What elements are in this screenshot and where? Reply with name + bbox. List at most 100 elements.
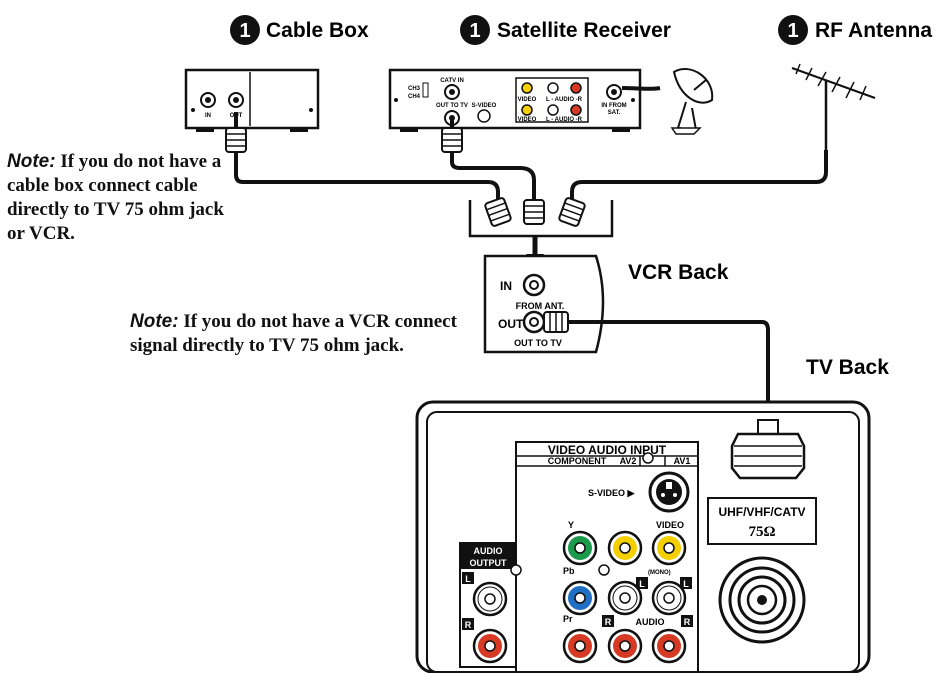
step-number: 1 (787, 20, 798, 42)
y-label: Y (568, 520, 574, 530)
satellite-connector-icon (441, 127, 463, 153)
vcr-in-label: IN (500, 279, 512, 293)
combiner-connector-2-icon (523, 199, 545, 225)
component-pb-jack (562, 580, 598, 616)
sat-audio-label: L - AUDIO -R (546, 97, 583, 103)
cable-box-title: Cable Box (266, 19, 369, 42)
out-to-tv-label: OUT TO TV (436, 103, 468, 109)
audio-output-label-1: AUDIO (474, 546, 503, 556)
vcr-back-title: VCR Back (628, 261, 729, 284)
note-vcr-body: If you do not have a VCR connect signal … (130, 311, 457, 356)
audio-output-r-jack (472, 628, 508, 664)
step-number: 1 (239, 20, 250, 42)
tv-cable-connector-icon (730, 419, 806, 480)
sat-video-jack-2 (521, 104, 533, 116)
tv-back-title: TV Back (806, 356, 889, 379)
step-badge-icon (778, 15, 808, 45)
tv-video-label: VIDEO (656, 520, 684, 530)
sat-audio-r-jack (570, 82, 582, 94)
tv-svideo-label: S-VIDEO ▶ (588, 488, 636, 498)
vcr-in-jack (522, 273, 546, 297)
note-cable-body: If you do not have a cable box connect c… (7, 151, 224, 244)
vcr-to-tv-cable (560, 320, 770, 425)
av2-audio-l-jack (607, 580, 643, 616)
sat-label: SAT. (608, 110, 621, 116)
av1-audio-r-jack (651, 628, 687, 664)
catv-in-jack (444, 84, 460, 100)
audio-output-l-jack (472, 581, 508, 617)
antenna-heading: 1 RF Antenna (778, 15, 932, 45)
av1-audio-l-jack (651, 580, 687, 616)
av2-l-tag: L (639, 579, 645, 589)
av1-label: AV1 (674, 456, 691, 466)
tv-back-panel: VIDEO AUDIO INPUT COMPONENT AV2 AV1 S-VI… (415, 400, 871, 673)
pr-label: Pr (563, 614, 573, 624)
rf-antenna-icon (791, 63, 876, 150)
combiner-connector-3-icon (557, 196, 587, 228)
sat-audio-r-jack-2 (570, 104, 582, 116)
ch4-label: CH4 (408, 94, 421, 100)
av2-video-jack (607, 530, 643, 566)
cable-box-connector-icon (225, 127, 247, 153)
selection-bracket (468, 200, 614, 238)
tv-antenna-jack (718, 556, 806, 644)
step-number: 1 (469, 20, 480, 42)
vcr-back-device: IN FROM ANT. OUT OUT TO TV (483, 254, 605, 354)
satellite-receiver-title: Satellite Receiver (497, 19, 671, 42)
note-cable: Note: If you do not have a cable box con… (7, 150, 225, 246)
cable-end-connectors (225, 127, 587, 228)
in-from-sat-label: IN FROM (601, 103, 626, 109)
output-l-tag: L (465, 574, 471, 584)
sat-svideo-label: S-VIDEO (472, 103, 497, 109)
note-cable-head: Note: (7, 151, 56, 172)
vcr-out-jack (522, 310, 546, 334)
av1-l-tag: L (683, 579, 689, 589)
rf-antenna-title: RF Antenna (815, 19, 932, 42)
audio-output-label-2: OUTPUT (470, 558, 508, 568)
output-r-tag: R (465, 620, 472, 630)
cable-in-label: IN (205, 113, 211, 119)
cable-box-heading: 1 Cable Box (230, 15, 369, 45)
sat-audio-label-2: L - AUDIO -R (546, 117, 583, 123)
step-badge-icon (460, 15, 490, 45)
component-pr-jack (562, 628, 598, 664)
av2-label: AV2 (620, 456, 637, 466)
vcr-out-to-tv-label: OUT TO TV (514, 338, 562, 348)
sat-video-label: VIDEO (518, 97, 537, 103)
cable-in-jack (200, 92, 216, 108)
mono-label: (MONO) (648, 570, 671, 576)
catv-in-label: CATV IN (440, 78, 464, 84)
satellite-receiver-device: CH3 CH4 CATV IN OUT TO TV S-VIDEO VIDEO … (388, 68, 642, 132)
sat-svideo-jack (477, 109, 491, 123)
tv-svideo-jack (648, 471, 690, 513)
cable-out-jack (228, 92, 244, 108)
video-audio-input-label: VIDEO AUDIO INPUT (548, 443, 667, 457)
source-cables (234, 112, 828, 202)
uhf-vhf-catv-label: UHF/VHF/CATV (718, 505, 805, 519)
sat-audio-l-jack-2 (547, 104, 559, 116)
pb-label: Pb (563, 566, 575, 576)
component-y-jack (562, 530, 598, 566)
av1-r-tag: R (684, 617, 691, 627)
note-vcr: Note: If you do not have a VCR connect s… (130, 310, 460, 358)
av1-video-jack (651, 530, 687, 566)
sat-audio-l-jack (547, 82, 559, 94)
vcr-out-connector-icon (543, 311, 569, 333)
satellite-dish-icon (621, 67, 714, 135)
av2-r-tag: R (605, 617, 612, 627)
cable-box-device: IN OUT (184, 68, 320, 132)
ch3-label: CH3 (408, 86, 421, 92)
sat-video-label-2: VIDEO (518, 117, 537, 123)
tv-audio-label: AUDIO (636, 617, 665, 627)
av2-audio-r-jack (607, 628, 643, 664)
from-ant-label: FROM ANT. (516, 301, 565, 311)
satellite-heading: 1 Satellite Receiver (460, 15, 671, 45)
vcr-out-label: OUT (498, 317, 524, 331)
step-badge-icon (230, 15, 260, 45)
combiner-connector-1-icon (483, 196, 513, 228)
note-vcr-head: Note: (130, 311, 179, 332)
sat-video-jack (521, 82, 533, 94)
ohm-label: 75Ω (748, 524, 775, 540)
sat-in-jack (606, 84, 622, 100)
